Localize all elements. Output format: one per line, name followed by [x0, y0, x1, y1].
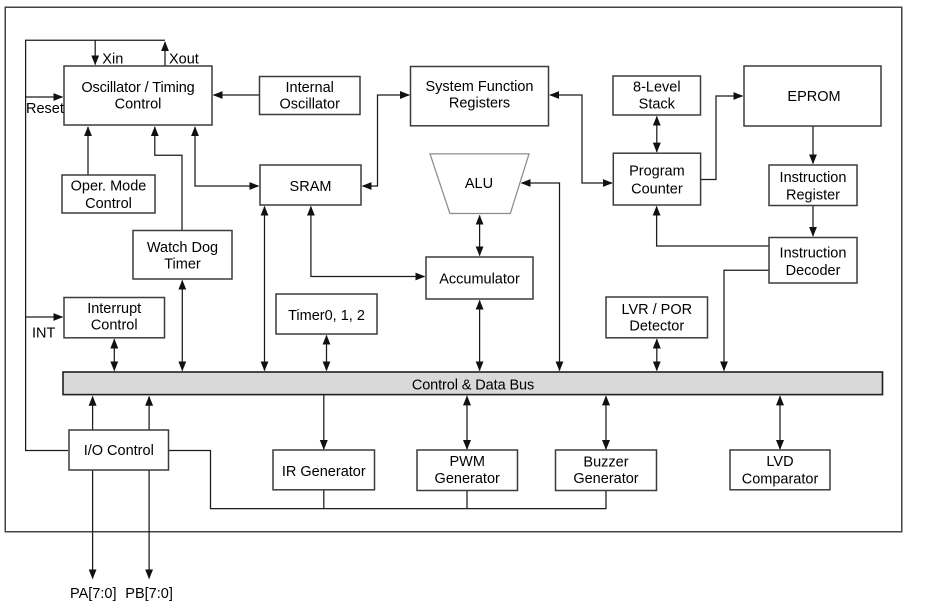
- svg-text:Control: Control: [91, 318, 138, 334]
- svg-text:Watch Dog: Watch Dog: [147, 240, 218, 256]
- svg-text:PB[7:0]: PB[7:0]: [125, 586, 173, 602]
- svg-text:Control: Control: [85, 196, 132, 212]
- svg-text:Stack: Stack: [639, 97, 676, 113]
- svg-text:Xout: Xout: [169, 52, 199, 68]
- svg-text:Accumulator: Accumulator: [439, 271, 520, 287]
- svg-text:Interrupt: Interrupt: [87, 301, 141, 317]
- svg-text:Program: Program: [629, 164, 685, 180]
- svg-text:PA[7:0]: PA[7:0]: [70, 586, 116, 602]
- svg-text:INT: INT: [32, 325, 56, 341]
- svg-text:I/O Control: I/O Control: [84, 443, 154, 459]
- svg-text:Oscillator: Oscillator: [279, 97, 340, 113]
- svg-text:Detector: Detector: [629, 319, 684, 335]
- svg-text:8-Level: 8-Level: [633, 79, 681, 95]
- svg-text:LVR / POR: LVR / POR: [621, 302, 692, 318]
- svg-text:Internal: Internal: [286, 80, 334, 96]
- svg-text:Control & Data Bus: Control & Data Bus: [412, 378, 534, 394]
- svg-text:Instruction: Instruction: [780, 170, 847, 186]
- svg-text:Decoder: Decoder: [786, 263, 841, 279]
- svg-text:Instruction: Instruction: [780, 245, 847, 261]
- svg-text:Oscillator / Timing: Oscillator / Timing: [81, 80, 194, 96]
- svg-text:Buzzer: Buzzer: [583, 454, 628, 470]
- svg-text:System Function: System Function: [426, 79, 534, 95]
- svg-text:Oper. Mode: Oper. Mode: [71, 179, 147, 195]
- svg-text:LVD: LVD: [766, 454, 793, 470]
- svg-text:Timer: Timer: [164, 256, 201, 272]
- svg-text:Comparator: Comparator: [742, 471, 819, 487]
- svg-text:Control: Control: [115, 96, 162, 112]
- svg-text:Registers: Registers: [449, 95, 510, 111]
- svg-text:Xin: Xin: [102, 52, 123, 68]
- svg-text:ALU: ALU: [465, 176, 493, 192]
- svg-text:Generator: Generator: [435, 471, 500, 487]
- svg-text:Generator: Generator: [573, 471, 638, 487]
- svg-text:Reset: Reset: [26, 101, 64, 117]
- svg-text:SRAM: SRAM: [290, 179, 332, 195]
- svg-text:EPROM: EPROM: [787, 89, 840, 105]
- svg-text:Counter: Counter: [631, 182, 683, 198]
- svg-text:IR Generator: IR Generator: [282, 464, 366, 480]
- svg-text:Timer0, 1, 2: Timer0, 1, 2: [288, 308, 365, 324]
- svg-text:PWM: PWM: [449, 454, 484, 470]
- svg-text:Register: Register: [786, 187, 840, 203]
